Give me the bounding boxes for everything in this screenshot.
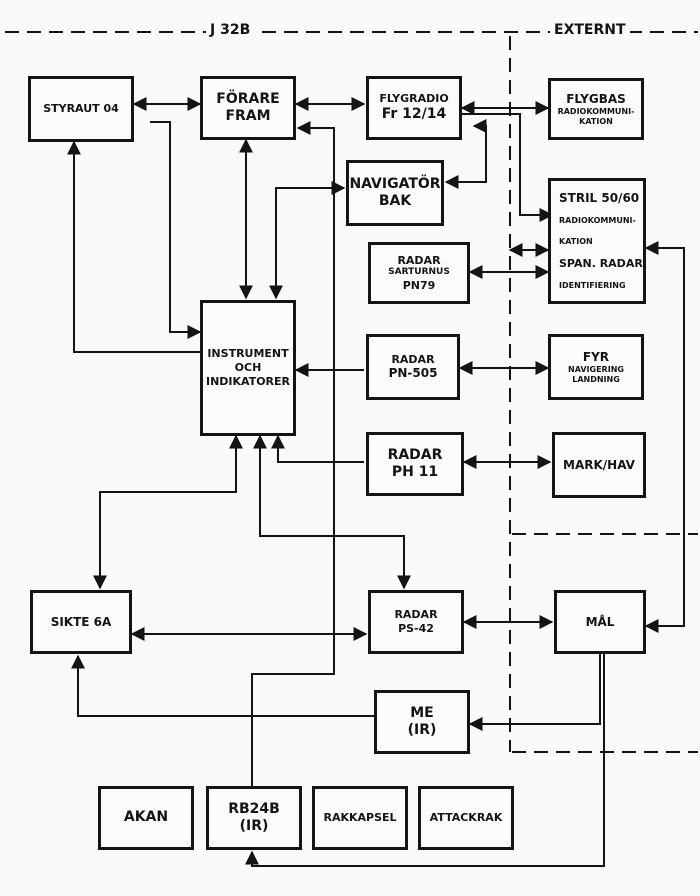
block-stril-line: KATION: [559, 236, 593, 246]
block-radar-pn79-line: SARTURNUS: [388, 267, 450, 278]
block-mal-line: MÅL: [585, 614, 615, 629]
link-flygradio-navigator: [444, 119, 487, 189]
block-mark-hav: MARK/HAV: [552, 432, 646, 498]
block-radar-pn79: RADAR SARTURNUS PN79: [368, 242, 470, 304]
block-me-ir: ME (IR): [374, 690, 470, 754]
link-radar-ph11-instrument: [271, 434, 364, 463]
link-me-sikte: [71, 654, 374, 717]
link-instrument-radar-ps42: [253, 434, 411, 590]
block-me-ir-line: (IR): [407, 722, 437, 738]
block-fyr-line: FYR: [582, 349, 610, 364]
link-mal-rb24b: [245, 654, 605, 867]
link-styraut-instrument: [150, 121, 202, 339]
block-radar-ps42-line: PS-42: [398, 622, 434, 635]
link-stril-mal: [644, 241, 685, 633]
block-flygradio-line: Fr 12/14: [381, 106, 447, 123]
link-instrument-styraut: [67, 140, 200, 353]
block-navigator-line: BAK: [378, 193, 412, 209]
block-fyr-line: LANDNING: [572, 374, 620, 384]
block-radar-pn505: RADAR PN-505: [366, 334, 460, 400]
block-stril-line: IDENTIFIERING: [559, 280, 626, 290]
link-instrument-sikte: [93, 434, 243, 590]
block-stril: STRIL 50/60 RADIOKOMMUNI- KATION SPAN. R…: [548, 178, 646, 304]
block-attackrak-line: ATTACKRAK: [429, 811, 503, 825]
block-radar-pn505-line: PN-505: [388, 366, 438, 381]
link-mal-me: [468, 654, 601, 731]
block-flygradio-line: FLYGRADIO: [379, 92, 449, 106]
block-instrument-line: INDIKATORER: [205, 374, 290, 388]
block-flygbas-line: KATION: [579, 116, 613, 126]
block-flygbas-line: RADIOKOMMUNI-: [557, 106, 635, 116]
block-forare-line: FÖRARE: [216, 90, 280, 107]
block-sikte-line: SIKTE 6A: [50, 614, 112, 629]
section-label-external: EXTERNT: [550, 22, 630, 38]
block-radar-ph11-line: RADAR: [387, 446, 443, 463]
link-navigator-instrument: [269, 181, 346, 300]
block-fyr: FYR NAVIGERING LANDNING: [548, 334, 644, 400]
block-mark-hav-line: MARK/HAV: [563, 457, 635, 472]
block-rakkapsel: RAKKAPSEL: [312, 786, 408, 850]
block-forare-line: FRAM: [225, 108, 271, 124]
block-instrument-line: INSTRUMENT: [207, 347, 289, 361]
block-radar-pn505-line: RADAR: [391, 352, 435, 366]
section-label-internal: J 32B: [206, 22, 255, 38]
block-navigator-line: NAVIGATÖR: [349, 175, 441, 192]
block-fyr-line: NAVIGERING: [568, 364, 624, 374]
block-akan: AKAN: [98, 786, 194, 850]
block-instrument-line: OCH: [234, 361, 262, 375]
block-forare: FÖRARE FRAM: [200, 76, 296, 140]
block-flygbas-line: FLYGBAS: [566, 91, 626, 106]
block-akan-line: AKAN: [123, 809, 169, 826]
block-rb24b-line: (IR): [239, 818, 269, 834]
link-flygradio-stril: [462, 113, 554, 222]
block-radar-ps42-line: RADAR: [394, 608, 438, 622]
block-styraut-line: STYRAUT 04: [43, 102, 119, 116]
block-radar-pn79-line: RADAR: [397, 253, 441, 267]
block-radar-ph11: RADAR PH 11: [366, 432, 464, 496]
block-stril-line: SPAN. RADAR: [559, 256, 643, 270]
link-rb24b-forare: [251, 121, 335, 786]
block-flygbas: FLYGBAS RADIOKOMMUNI- KATION: [548, 78, 644, 140]
block-stril-line: STRIL 50/60: [559, 191, 640, 206]
block-radar-pn79-line: PN79: [402, 278, 436, 292]
block-attackrak: ATTACKRAK: [418, 786, 514, 850]
block-flygradio: FLYGRADIO Fr 12/14: [366, 76, 462, 140]
block-radar-ph11-line: PH 11: [391, 464, 439, 480]
block-styraut: STYRAUT 04: [28, 76, 134, 142]
block-rb24b-line: RB24B: [228, 800, 280, 817]
block-rb24b: RB24B (IR): [206, 786, 302, 850]
block-stril-line: RADIOKOMMUNI-: [559, 216, 636, 226]
block-instrument: INSTRUMENT OCH INDIKATORER: [200, 300, 296, 436]
block-rakkapsel-line: RAKKAPSEL: [323, 811, 397, 825]
block-navigator: NAVIGATÖR BAK: [346, 160, 444, 226]
block-radar-ps42: RADAR PS-42: [368, 590, 464, 654]
block-sikte: SIKTE 6A: [30, 590, 132, 654]
block-me-ir-line: ME: [410, 704, 434, 721]
block-mal: MÅL: [554, 590, 646, 654]
